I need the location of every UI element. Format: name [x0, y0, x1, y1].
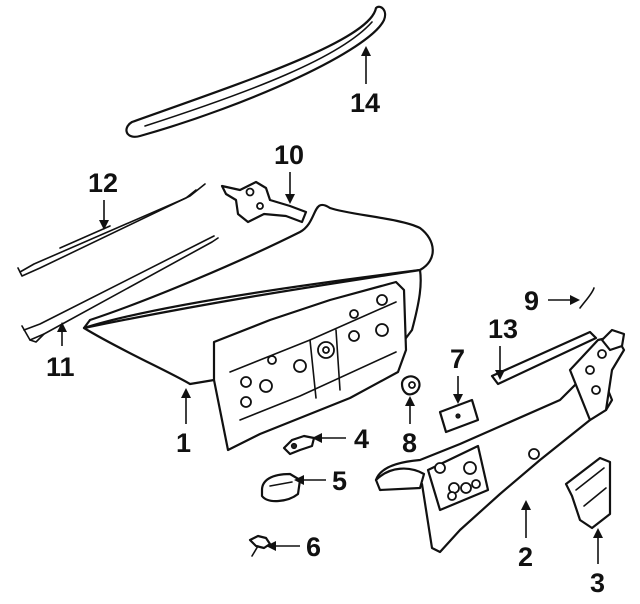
callout-5: 5 — [332, 466, 347, 496]
part-9-clip — [579, 287, 595, 309]
leader-lines — [57, 46, 603, 564]
callout-4: 4 — [354, 424, 369, 454]
callout-2: 2 — [518, 542, 533, 572]
part-1-trunk-lid — [82, 203, 434, 452]
callout-1: 1 — [176, 428, 191, 458]
callout-3: 3 — [590, 568, 605, 598]
callout-10: 10 — [274, 140, 304, 170]
part-13-strip — [490, 330, 598, 386]
callout-14: 14 — [350, 88, 380, 118]
part-11-rod — [21, 235, 219, 343]
callout-11: 11 — [46, 352, 75, 382]
part-7-pad — [438, 398, 480, 434]
callout-8: 8 — [402, 428, 417, 458]
callout-7: 7 — [450, 344, 465, 374]
part-3-corner — [564, 456, 612, 530]
part-10-hinge — [220, 180, 308, 224]
callout-13: 13 — [488, 314, 518, 344]
part-2-trim-panel — [374, 328, 626, 554]
callout-12: 12 — [88, 168, 118, 198]
part-14-spoiler — [125, 5, 387, 138]
callout-6: 6 — [306, 532, 321, 562]
part-5-bumper — [260, 472, 302, 503]
part-8-nut — [400, 375, 421, 396]
part-12-rod — [17, 183, 206, 277]
part-4-clip — [282, 434, 316, 456]
callout-9: 9 — [524, 286, 539, 316]
